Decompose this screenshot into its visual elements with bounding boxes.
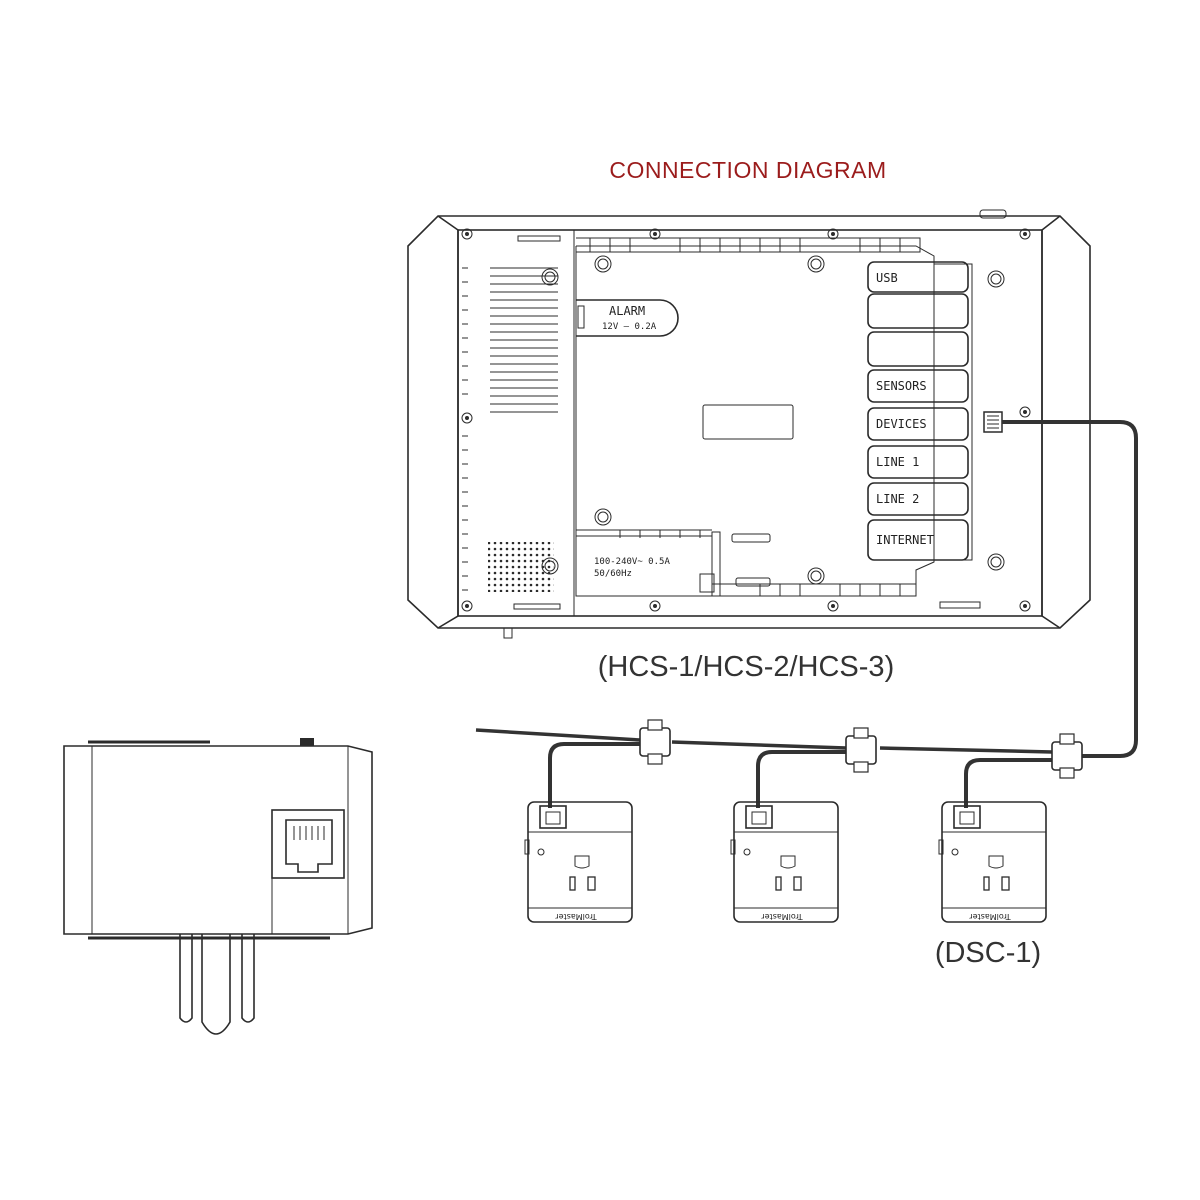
dsc-caption: (DSC-1) bbox=[935, 937, 1041, 969]
speaker-grille bbox=[488, 542, 554, 592]
port-blank-1 bbox=[867, 293, 969, 329]
splitters bbox=[639, 719, 1083, 779]
port-line2 bbox=[867, 482, 969, 516]
port-column: USB SENSORS DEVICES LINE 1 LINE 2 INTERN… bbox=[867, 261, 973, 561]
alarm-rating: 12V — 0.2A bbox=[602, 322, 657, 332]
port-devices bbox=[867, 407, 969, 441]
controller-caption: (HCS-1/HCS-2/HCS-3) bbox=[598, 651, 894, 683]
port-usb bbox=[867, 261, 969, 293]
dsc-1-brand: TrolMaster bbox=[555, 912, 598, 921]
power-rating-line2: 50/60Hz bbox=[594, 569, 632, 579]
port-label-line2: LINE 2 bbox=[876, 492, 919, 506]
port-blank-2 bbox=[867, 331, 969, 367]
power-rating: 100-240V~ 0.5A 50/60Hz bbox=[575, 531, 771, 597]
dsc-2-brand: TrolMaster bbox=[761, 912, 804, 921]
dsc-3-brand: TrolMaster bbox=[969, 912, 1012, 921]
port-label-devices: DEVICES bbox=[876, 417, 927, 431]
mounting-holes bbox=[541, 255, 1005, 585]
dsc-side-view bbox=[63, 738, 373, 1035]
splitter-1 bbox=[639, 719, 671, 765]
dsc-unit-3: TrolMaster bbox=[938, 801, 1047, 923]
cables bbox=[475, 420, 1138, 808]
hcs-controller: ALARM 12V — 0.2A 100-240V~ 0.5A 50/60Hz … bbox=[407, 209, 1091, 683]
diagram-title: CONNECTION DIAGRAM bbox=[609, 157, 886, 183]
port-line1 bbox=[867, 445, 969, 479]
vent-slots bbox=[490, 267, 558, 413]
splitter-2 bbox=[845, 727, 877, 773]
dsc-unit-2: TrolMaster bbox=[730, 801, 839, 923]
port-label-sensors: SENSORS bbox=[876, 379, 927, 393]
port-sensors bbox=[867, 369, 969, 403]
port-internet bbox=[867, 519, 969, 561]
splitter-3 bbox=[1051, 733, 1083, 779]
power-rating-line1: 100-240V~ 0.5A bbox=[594, 557, 670, 567]
screws bbox=[461, 228, 1031, 612]
port-label-line1: LINE 1 bbox=[876, 455, 919, 469]
alarm-terminal: ALARM 12V — 0.2A bbox=[576, 299, 679, 337]
alarm-label: ALARM bbox=[609, 304, 645, 318]
port-label-usb: USB bbox=[876, 271, 898, 285]
devices-cable-plug bbox=[983, 411, 1003, 433]
dsc-unit-1: TrolMaster bbox=[524, 801, 633, 923]
port-label-internet: INTERNET bbox=[876, 533, 934, 547]
